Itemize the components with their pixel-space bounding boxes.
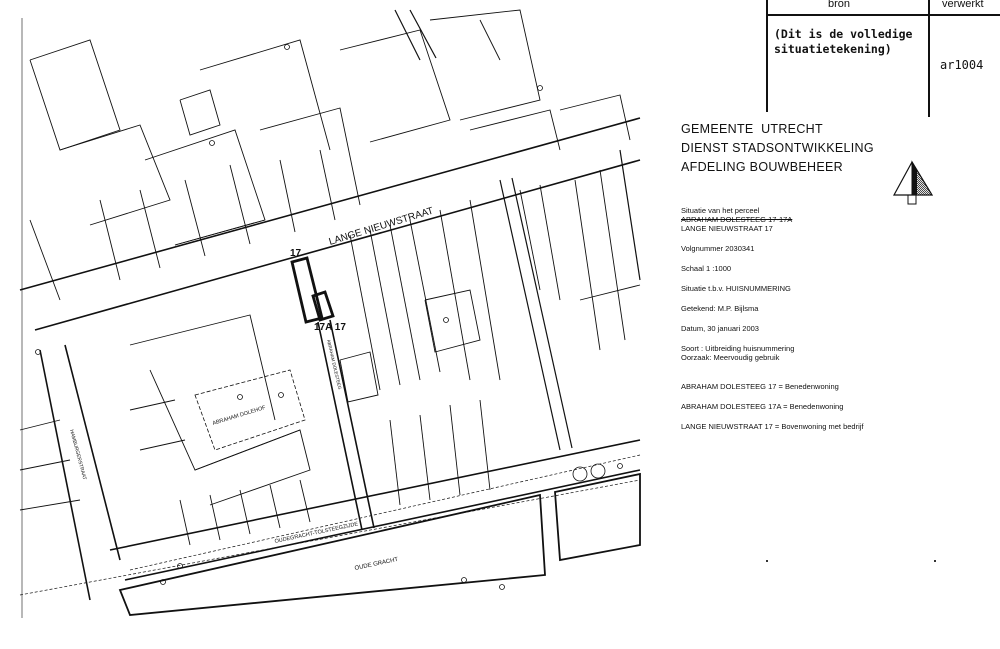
buildings-north xyxy=(29,9,631,301)
label-parcel-17: 17 xyxy=(290,248,302,259)
scale: Schaal 1 :1000 xyxy=(681,264,732,273)
source-note: (Dit is de volledige situatietekening) xyxy=(774,27,912,57)
title-block: bron verwerkt (Dit is de volledige situa… xyxy=(766,0,1000,117)
organization-header: GEMEENTE UTRECHT DIENST STADSONTWIKKELIN… xyxy=(681,120,874,177)
cadastral-map: LANGE NIEUWSTRAAT OUDEGRACHT-TOLSTEEGZIJ… xyxy=(19,9,641,618)
reason: Oorzaak: Meervoudig gebruik xyxy=(681,353,780,362)
abraham-dolehof-courtyard xyxy=(194,369,306,451)
address: LANGE NIEUWSTRAAT 17 xyxy=(681,224,773,233)
divider xyxy=(766,14,1000,16)
corner-mark xyxy=(766,560,768,562)
processed-code: ar1004 xyxy=(940,58,984,72)
assignment-line: ABRAHAM DOLESTEEG 17 = Benedenwoning xyxy=(681,382,839,391)
label-hamburgerstraat: HAMBURGERSTRAAT xyxy=(68,429,87,481)
oudegracht-road xyxy=(19,439,641,596)
corner-mark xyxy=(934,560,936,562)
org-line: AFDELING BOUWBEHEER xyxy=(681,160,843,174)
lange-nieuwstraat-road xyxy=(19,117,641,331)
purpose: Situatie t.b.v. HUISNUMMERING xyxy=(681,284,791,293)
situation-details: Situatie van het perceel ABRAHAM DOLESTE… xyxy=(681,206,864,431)
drawn-by: Getekend: M.P. Bijlsma xyxy=(681,304,759,313)
org-line: GEMEENTE UTRECHT xyxy=(681,122,823,136)
sequence-number: Volgnummer 2030341 xyxy=(681,244,755,253)
assignment-line: ABRAHAM DOLESTEEG 17A = Benedenwoning xyxy=(681,402,844,411)
divider xyxy=(766,0,768,112)
org-line: DIENST STADSONTWIKKELING xyxy=(681,141,874,155)
source-note-line: situatietekening) xyxy=(774,42,892,56)
label-lange-nieuwstraat: LANGE NIEUWSTRAAT xyxy=(328,206,435,248)
label-parcel-17a-17: 17A 17 xyxy=(314,322,346,333)
oude-gracht-canal xyxy=(118,472,641,616)
tree-symbols xyxy=(35,44,623,590)
abraham-dolesteeg-road xyxy=(317,319,375,531)
buildings-south xyxy=(19,169,641,546)
label-oude-gracht: OUDE GRACHT xyxy=(354,557,399,572)
source-column-header: bron xyxy=(828,0,851,10)
type: Soort : Uitbreiding huisnummering xyxy=(681,344,795,353)
assignment-line: LANGE NIEUWSTRAAT 17 = Bovenwoning met b… xyxy=(681,422,864,431)
processed-column-header: verwerkt xyxy=(942,0,984,10)
struck-address: ABRAHAM DOLESTEEG 17-17A xyxy=(681,215,793,224)
label-abraham-dolehof: ABRAHAM DOLEHOF xyxy=(212,405,267,427)
source-note-line: (Dit is de volledige xyxy=(774,27,913,41)
divider xyxy=(928,0,930,117)
date: Datum, 30 januari 2003 xyxy=(681,324,759,333)
hamburgerstraat-road xyxy=(39,344,121,601)
situation-label: Situatie van het perceel xyxy=(681,206,760,215)
highlighted-parcel xyxy=(290,256,335,324)
tree-triangle-logo-icon xyxy=(892,160,934,205)
